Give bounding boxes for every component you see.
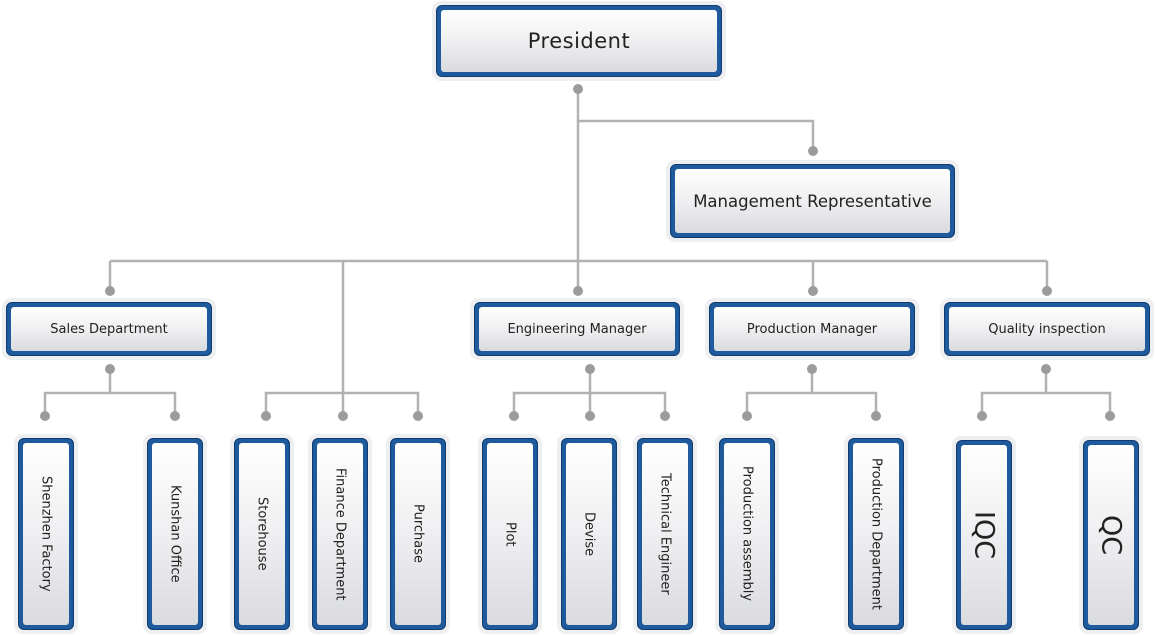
iqc-label: IQC [968, 510, 1000, 560]
purchase-box: Purchase [386, 434, 450, 634]
engineering-manager-box: Engineering Manager [470, 298, 684, 360]
qc-label: QC [1095, 514, 1127, 556]
president-box: President [432, 1, 726, 81]
shenzhen-factory-label: Shenzhen Factory [38, 476, 54, 592]
devise-label: Devise [581, 511, 597, 557]
management-representative-label: Management Representative [693, 191, 932, 211]
shenzhen-factory-box: Shenzhen Factory [14, 434, 78, 634]
production-department-box: Production Department [844, 434, 908, 634]
production-manager-label: Production Manager [746, 321, 878, 337]
president-label: President [527, 29, 631, 53]
sales-department-box: Sales Department [2, 298, 216, 360]
devise-box: Devise [557, 434, 621, 634]
quality-inspection-box: Quality inspection [940, 298, 1154, 360]
purchase-label: Purchase [410, 504, 426, 564]
finance-department-label: Finance Department [332, 467, 348, 601]
sales-department-label: Sales Department [50, 321, 168, 337]
quality-inspection-label: Quality inspection [988, 321, 1106, 337]
production-department-label: Production Department [868, 458, 884, 610]
plot-label: Plot [502, 521, 518, 547]
management-representative-box: Management Representative [666, 160, 959, 242]
iqc-box: IQC [952, 436, 1016, 634]
kunshan-office-box: Kunshan Office [143, 434, 207, 634]
storehouse-label: Storehouse [254, 497, 270, 571]
technical-engineer-label: Technical Engineer [657, 473, 673, 595]
kunshan-office-label: Kunshan Office [167, 485, 183, 583]
plot-box: Plot [478, 434, 542, 634]
qc-box: QC [1079, 436, 1143, 634]
production-assembly-box: Production assembly [715, 434, 779, 634]
engineering-manager-label: Engineering Manager [507, 321, 647, 337]
finance-department-box: Finance Department [308, 434, 372, 634]
production-assembly-label: Production assembly [739, 466, 755, 602]
storehouse-box: Storehouse [230, 434, 294, 634]
production-manager-box: Production Manager [705, 298, 919, 360]
technical-engineer-box: Technical Engineer [633, 434, 697, 634]
